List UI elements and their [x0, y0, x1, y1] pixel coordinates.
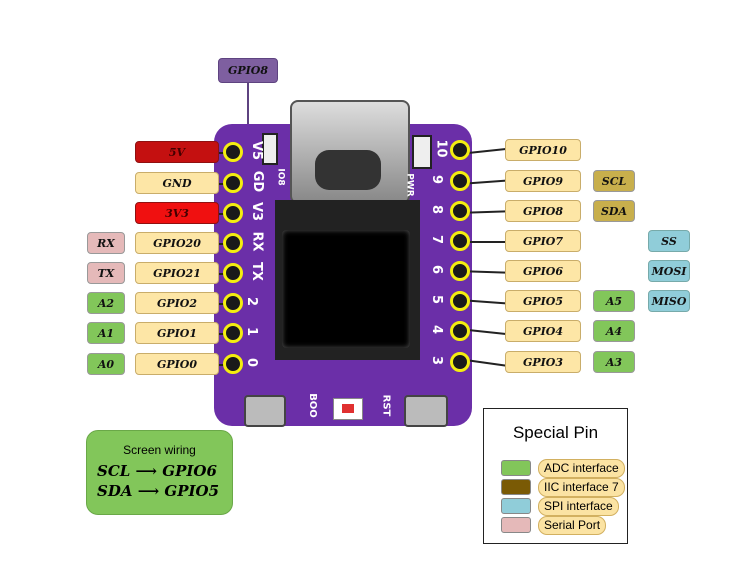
- right-pin-silk: 8: [429, 204, 445, 215]
- right-gpio-label: GPIO6: [505, 260, 581, 282]
- right-pin-hole: [450, 352, 470, 372]
- left-pin-silk: RX: [249, 231, 265, 252]
- gpio8-connector-line: [247, 83, 249, 133]
- legend-swatch: [501, 517, 531, 533]
- right-pin-line: [467, 270, 507, 274]
- left-special-label: A1: [87, 322, 125, 344]
- left-pin-silk: GD: [250, 170, 266, 193]
- left-pin-hole: [223, 263, 243, 283]
- boot-button[interactable]: [244, 395, 286, 427]
- left-gpio-label: GND: [135, 172, 219, 194]
- right-gpio-label: GPIO7: [505, 230, 581, 252]
- left-gpio-label: GPIO21: [135, 262, 219, 284]
- left-gpio-label: 5V: [135, 141, 219, 163]
- left-pin-hole: [223, 293, 243, 313]
- right-pin-silk: 9: [429, 174, 445, 185]
- screen-wiring-title: Screen wiring: [123, 443, 196, 457]
- right-special-label: SDA: [593, 200, 635, 222]
- left-pin-silk: 0: [244, 357, 260, 368]
- gpio8-top-label: GPIO8: [218, 58, 278, 83]
- right-pin-hole: [450, 201, 470, 221]
- legend-item-label: SPI interface: [538, 497, 619, 516]
- right-gpio-label: GPIO10: [505, 139, 581, 161]
- right-pin-line: [468, 148, 506, 154]
- right-spi-label: SS: [648, 230, 690, 252]
- left-special-label: RX: [87, 232, 125, 254]
- right-pin-silk: 3: [429, 355, 445, 366]
- left-special-label: TX: [87, 262, 125, 284]
- right-pin-silk: 5: [429, 294, 445, 305]
- right-pin-line: [468, 359, 506, 367]
- boot-switch-knob: [342, 404, 354, 413]
- left-pin-silk: 2: [244, 296, 260, 307]
- left-pin-hole: [223, 354, 243, 374]
- left-pin-hole: [223, 173, 243, 193]
- left-special-label: A0: [87, 353, 125, 375]
- right-gpio-label: GPIO3: [505, 351, 581, 373]
- oled-screen: [282, 230, 410, 348]
- right-gpio-label: GPIO5: [505, 290, 581, 312]
- left-pin-hole: [223, 203, 243, 223]
- right-pin-hole: [450, 291, 470, 311]
- right-pin-silk: 7: [429, 234, 445, 245]
- boot-silk: BOO: [306, 393, 318, 418]
- legend-title: Special Pin: [512, 423, 599, 442]
- left-gpio-label: GPIO2: [135, 292, 219, 314]
- rst-silk: RST: [380, 394, 392, 417]
- left-pin-silk: V3: [249, 201, 265, 222]
- right-gpio-label: GPIO4: [505, 320, 581, 342]
- right-pin-hole: [450, 140, 470, 160]
- right-pin-silk: 10: [433, 139, 449, 158]
- legend-item-label: IIC interface 7: [538, 478, 625, 497]
- left-pin-hole: [223, 233, 243, 253]
- pwr-silk: PWR: [404, 173, 415, 197]
- left-pin-silk: 1: [244, 326, 260, 337]
- left-gpio-label: GPIO20: [135, 232, 219, 254]
- right-spi-label: MOSI: [648, 260, 690, 282]
- legend-item-label: Serial Port: [538, 516, 607, 535]
- rst-button[interactable]: [404, 395, 448, 427]
- right-gpio-label: GPIO9: [505, 170, 581, 192]
- screen-wiring-sda: SDA ⟶ GPIO5: [97, 482, 220, 500]
- legend-swatch: [501, 460, 531, 476]
- right-spi-label: MISO: [648, 290, 690, 312]
- right-special-label: SCL: [593, 170, 635, 192]
- right-pin-line: [467, 299, 507, 304]
- usb-c-port: [315, 150, 381, 190]
- right-pin-line: [467, 210, 507, 214]
- left-pin-silk: V5: [249, 140, 265, 161]
- boot-switch: [333, 398, 363, 420]
- right-pin-silk: 4: [429, 324, 445, 335]
- screen-wiring-box: Screen wiring SCL ⟶ GPIO6 SDA ⟶ GPIO5: [86, 430, 233, 515]
- legend-swatch: [501, 498, 531, 514]
- screen-wiring-scl: SCL ⟶ GPIO6: [97, 462, 217, 480]
- left-pin-silk: TX: [248, 262, 264, 281]
- legend-item-label: ADC interface: [538, 459, 625, 478]
- io8-silk: IO8: [275, 168, 286, 186]
- right-pin-line: [468, 241, 506, 243]
- right-pin-hole: [450, 231, 470, 251]
- right-pin-hole: [450, 171, 470, 191]
- left-special-label: A2: [87, 292, 125, 314]
- led-pwr: [412, 135, 432, 169]
- right-special-label: A5: [593, 290, 635, 312]
- right-pin-line: [468, 329, 506, 335]
- right-pin-hole: [450, 261, 470, 281]
- left-gpio-label: 3V3: [135, 202, 219, 224]
- right-pin-hole: [450, 321, 470, 341]
- led-io8: [262, 133, 278, 165]
- left-pin-hole: [223, 142, 243, 162]
- right-pin-silk: 6: [429, 264, 445, 275]
- left-gpio-label: GPIO0: [135, 353, 219, 375]
- right-gpio-label: GPIO8: [505, 200, 581, 222]
- right-special-label: A4: [593, 320, 635, 342]
- right-special-label: A3: [593, 351, 635, 373]
- left-gpio-label: GPIO1: [135, 322, 219, 344]
- left-pin-hole: [223, 323, 243, 343]
- legend-swatch: [501, 479, 531, 495]
- right-pin-line: [467, 179, 507, 184]
